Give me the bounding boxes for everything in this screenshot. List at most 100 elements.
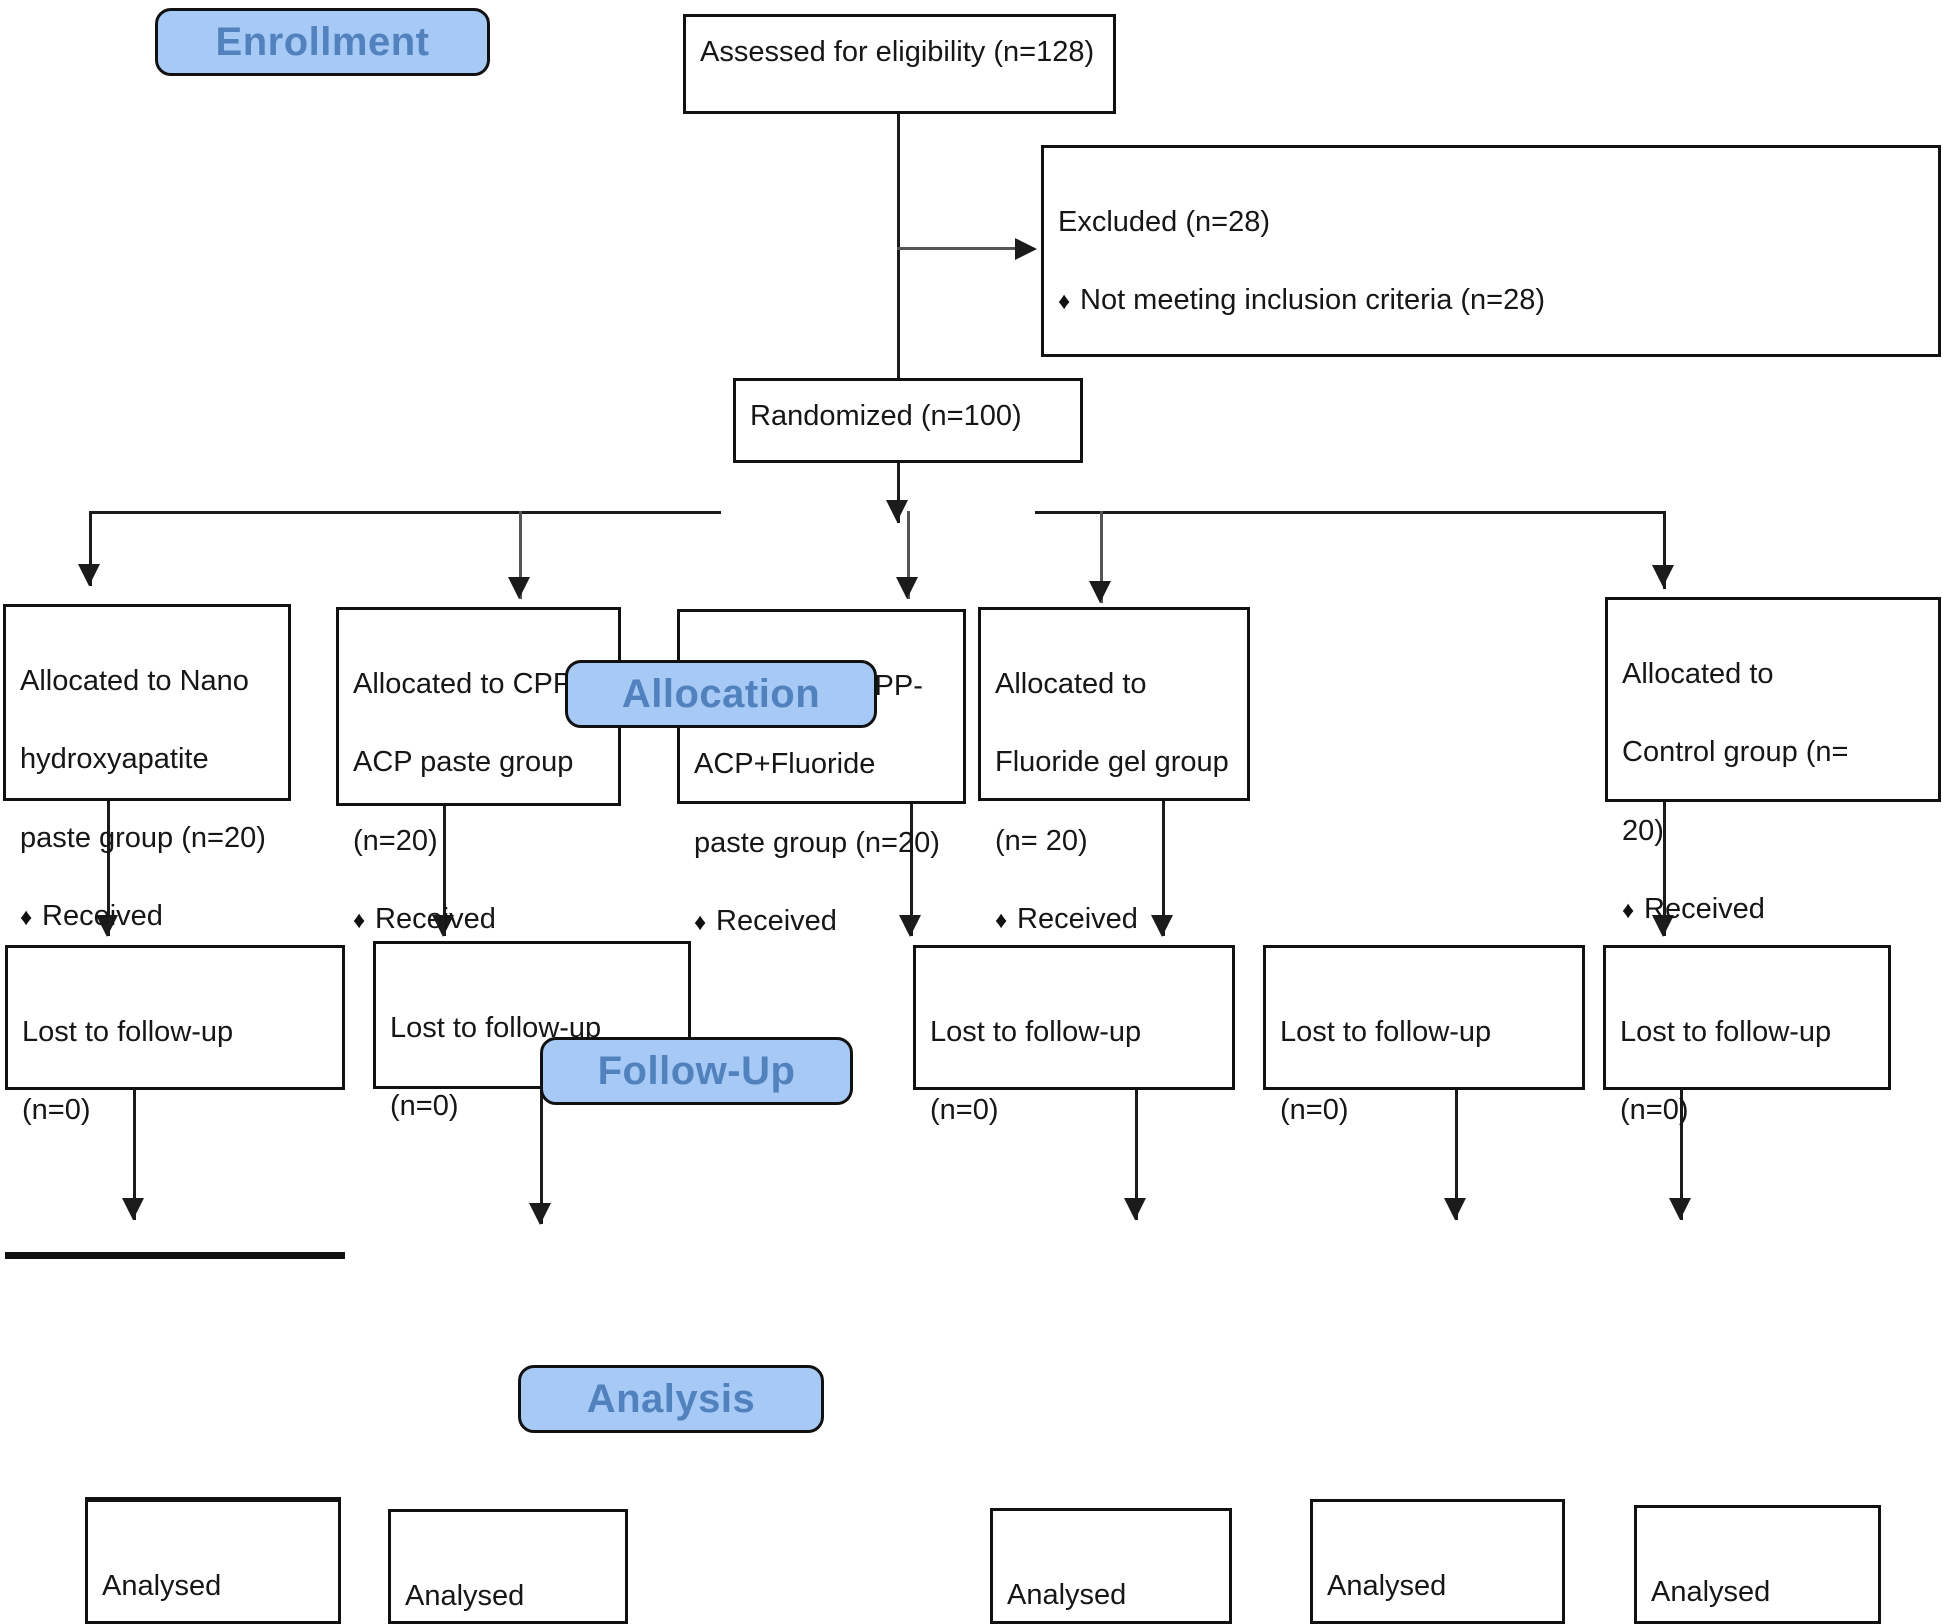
box-allocated-nano-hydroxyapatite: Allocated to Nano hydroxyapatite paste g… (3, 604, 291, 932)
drop-allocation-4-arrow (1089, 581, 1111, 603)
connector-to-excluded-arrow (1015, 238, 1037, 260)
diamond-bullet-icon: ♦ (1622, 896, 1635, 924)
stage-badge-analysis: Analysis (518, 1365, 824, 1433)
box-analysed-nano-hydroxyapatite: Analysed (n= 20) (85, 1499, 341, 1624)
stage-badge-analysis-label: Analysis (586, 1376, 756, 1421)
box-excluded-bullet-text: Not meeting inclusion criteria (n=28) (1080, 284, 1546, 317)
box-analysed-cpp-acp-fluoride-paste: Analysed (n= 20) (990, 1508, 1232, 1624)
alloc-3-line2: ACP+Fluoride (694, 748, 876, 781)
alloc-2-bullet-text: Received (375, 902, 496, 935)
box-analysed-2-text: Analysed (n= 20) (405, 1538, 617, 1624)
alloc-5-line2: Control group (n= (1622, 736, 1849, 769)
connector-lost2-to-analysed2-arrow (529, 1203, 551, 1225)
connector-alloc5-to-lost5 (1663, 802, 1666, 936)
connector-to-excluded-line (897, 247, 1015, 250)
alloc-1-bullet-text: Received (42, 899, 163, 932)
box-analysed-cpp-acp-paste: Analysed (n= 20) (388, 1509, 628, 1624)
box-allocated-fluoride-gel: Allocated to Fluoride gel group (n= 20) … (978, 607, 1250, 935)
stage-badge-enrollment-label: Enrollment (215, 19, 430, 64)
connector-alloc1-to-lost1-arrow (96, 915, 118, 937)
stage-badge-followup-label: Follow-Up (597, 1048, 796, 1093)
alloc-3-bullet-text: Received (716, 904, 837, 937)
drop-allocation-1 (89, 511, 92, 586)
stage-badge-followup: Follow-Up (540, 1037, 853, 1105)
box-lost-to-follow-up-group3: Lost to follow-up (n=0) (913, 945, 1235, 1126)
connector-lost3-to-analysed3 (1135, 1090, 1138, 1220)
alloc-3-bullet-row: ♦ Received (694, 902, 955, 941)
connector-lost1-to-analysed1 (133, 1090, 136, 1220)
diamond-bullet-icon: ♦ (1058, 288, 1071, 316)
connector-lost4-to-analysed4-arrow (1444, 1198, 1466, 1220)
connector-alloc4-to-lost4 (1162, 801, 1165, 936)
drop-allocation-5 (1663, 511, 1666, 589)
box-analysed-fluoride-gel: Analysed (n= 20) (1310, 1499, 1565, 1624)
box-lost-4-text: Lost to follow-up (n=0) (1280, 974, 1574, 1170)
analysed-2-line1: Analysed (405, 1580, 525, 1613)
alloc-4-line2: Fluoride gel group (995, 746, 1229, 779)
box-analysed-control: Analysed (n= 20) (1634, 1505, 1881, 1624)
analysed-3-line1: Analysed (1007, 1579, 1127, 1612)
alloc-2-line1: Allocated to CPP- (353, 668, 582, 701)
drop-allocation-1-arrow (78, 564, 100, 586)
connector-alloc2-to-lost2 (443, 806, 446, 936)
diamond-bullet-icon: ♦ (353, 906, 366, 934)
box-lost-to-follow-up-group5: Lost to follow-up (n=0) (1603, 945, 1891, 1126)
box-lost-5-text: Lost to follow-up (n=0) (1620, 974, 1880, 1170)
connector-randomized-stem (897, 463, 900, 523)
box-lost-to-follow-up-1 (5, 1252, 345, 1258)
box-assessed-for-eligibility-text: Assessed for eligibility (n=128) (700, 36, 1095, 68)
connector-alloc3-to-lost3-arrow (899, 915, 921, 937)
lost-5-line1: Lost to follow-up (1620, 1016, 1832, 1049)
lost-5-line2: (n=0) (1620, 1094, 1689, 1127)
box-analysed-3-text: Analysed (n= 20) (1007, 1537, 1221, 1624)
box-excluded-text: Excluded (n=28) ♦Not meeting inclusion c… (1058, 164, 1930, 360)
box-analysed-4-text: Analysed (n= 20) (1327, 1528, 1554, 1624)
box-analysed-5-text: Analysed (n= 20) (1651, 1534, 1870, 1624)
lost-4-line1: Lost to follow-up (1280, 1016, 1492, 1049)
box-allocated-cpp-acp-paste-text: Allocated to CPP- ACP paste group (n=20)… (353, 626, 610, 978)
diamond-bullet-icon: ♦ (995, 906, 1008, 934)
connector-alloc1-to-lost1 (107, 801, 110, 936)
alloc-4-line1: Allocated to (995, 668, 1147, 701)
analysed-1-line1: Analysed (102, 1570, 222, 1603)
connector-lost3-to-analysed3-arrow (1124, 1198, 1146, 1220)
drop-allocation-3 (907, 511, 910, 599)
alloc-1-line2: hydroxyapatite (20, 743, 209, 776)
diamond-bullet-icon: ♦ (20, 903, 33, 931)
box-randomized: Randomized (n=100) (733, 378, 1083, 463)
analysed-4-line1: Analysed (1327, 1570, 1447, 1603)
split-bar-left (89, 511, 721, 514)
box-excluded: Excluded (n=28) ♦Not meeting inclusion c… (1041, 145, 1941, 357)
alloc-5-line1: Allocated to (1622, 658, 1774, 691)
box-lost-1-text: Lost to follow-up (n=0) (22, 974, 334, 1170)
connector-alloc3-to-lost3 (910, 804, 913, 936)
alloc-5-bullet-row: ♦Received (1622, 890, 1930, 929)
box-lost-to-follow-up-group4: Lost to follow-up (n=0) (1263, 945, 1585, 1126)
stage-badge-allocation: Allocation (565, 660, 877, 728)
connector-assessed-to-randomized (897, 114, 900, 378)
drop-allocation-2 (519, 511, 522, 599)
alloc-4-bullet-text: Received (1017, 902, 1138, 935)
drop-allocation-5-arrow (1652, 565, 1674, 587)
connector-lost5-to-analysed5-arrow (1669, 1198, 1691, 1220)
alloc-2-line2: ACP paste group (353, 746, 574, 779)
lost-2-line2: (n=0) (390, 1090, 459, 1123)
connector-randomized-stem-arrow (886, 500, 908, 522)
box-allocated-fluoride-gel-text: Allocated to Fluoride gel group (n= 20) … (995, 626, 1239, 978)
lost-3-line1: Lost to follow-up (930, 1016, 1142, 1049)
connector-lost2-to-analysed2 (540, 1089, 543, 1224)
alloc-1-line1: Allocated to Nano (20, 665, 249, 698)
connector-lost4-to-analysed4 (1455, 1090, 1458, 1220)
alloc-1-bullet-row: ♦ Received (20, 897, 280, 936)
alloc-2-bullet-row: ♦ Received (353, 900, 610, 939)
connector-lost5-to-analysed5 (1680, 1090, 1683, 1220)
connector-lost1-to-analysed1-arrow (122, 1198, 144, 1220)
split-bar-right (1035, 511, 1665, 514)
stage-badge-enrollment: Enrollment (155, 8, 490, 76)
box-lost-to-follow-up-group1: Lost to follow-up (n=0) (5, 945, 345, 1126)
lost-4-line2: (n=0) (1280, 1094, 1349, 1127)
box-randomized-text: Randomized (n=100) (750, 400, 1022, 432)
diamond-bullet-icon: ♦ (694, 908, 707, 936)
alloc-5-line3: 20) (1622, 814, 1664, 847)
